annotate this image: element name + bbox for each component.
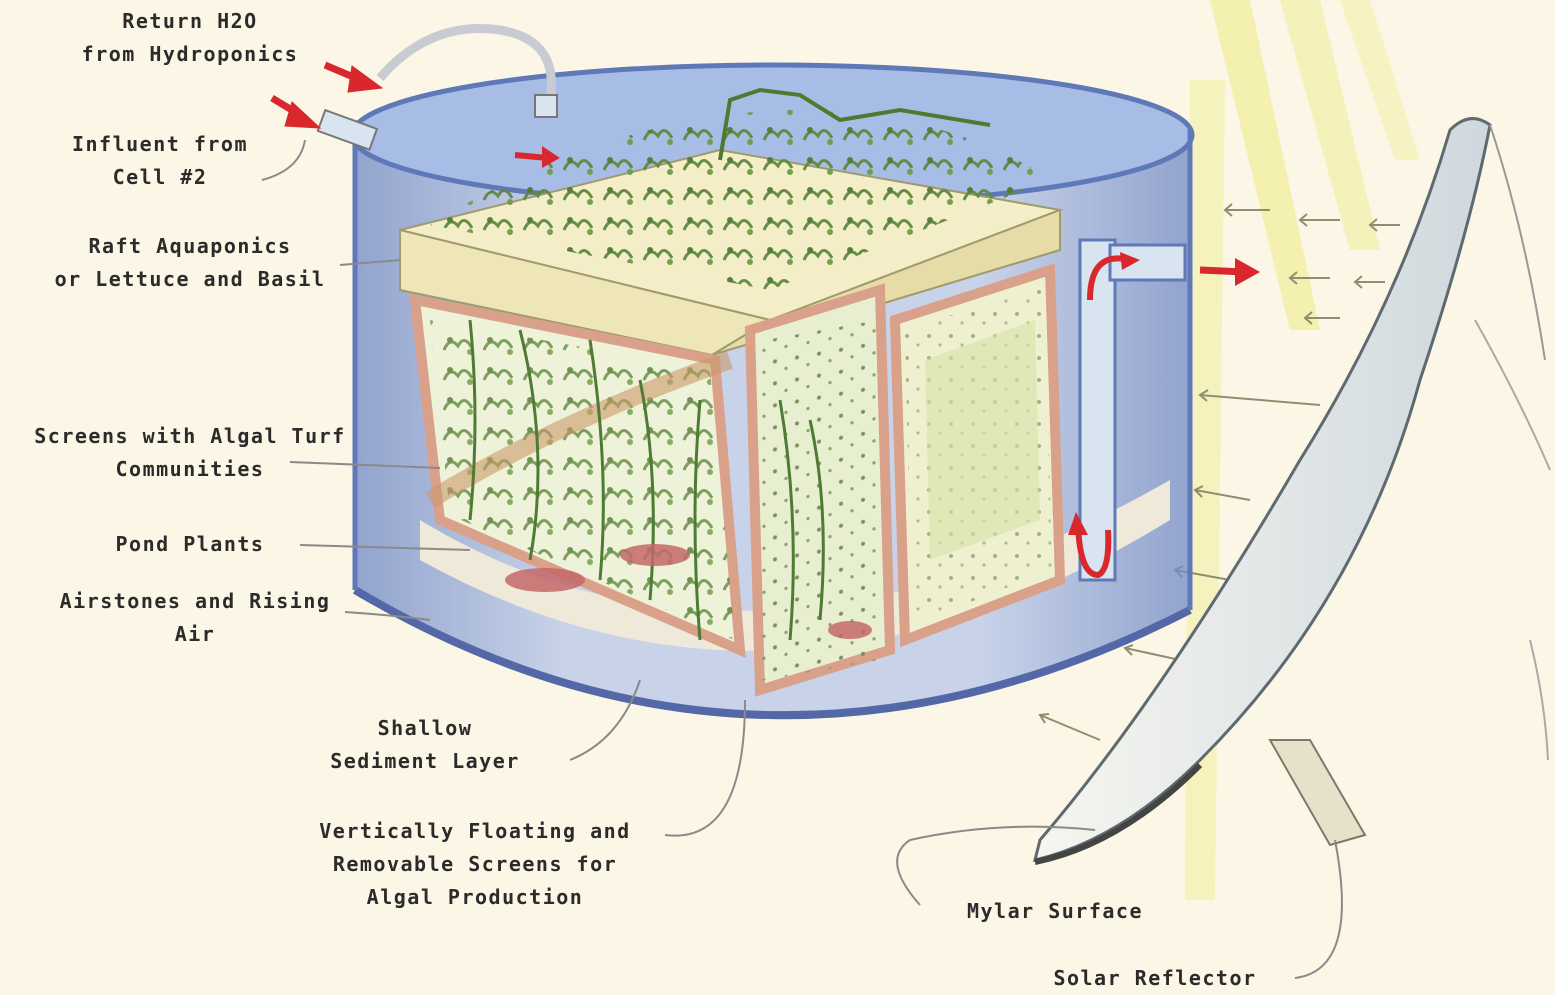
label-vertical-screens: Vertically Floating andRemovable Screens… bbox=[290, 815, 660, 914]
label-influent: Influent fromCell #2 bbox=[40, 128, 280, 194]
label-raft-aquaponics: Raft Aquaponicsor Lettuce and Basil bbox=[30, 230, 350, 296]
label-pond-plants: Pond Plants bbox=[80, 528, 300, 561]
label-algal-screens: Screens with Algal TurfCommunities bbox=[10, 420, 370, 486]
label-sediment: ShallowSediment Layer bbox=[300, 712, 550, 778]
label-solar-reflector: Solar Reflector bbox=[1030, 962, 1280, 995]
label-airstones: Airstones and RisingAir bbox=[30, 585, 360, 651]
label-mylar-surface: Mylar Surface bbox=[935, 895, 1175, 928]
label-return-h2o: Return H2Ofrom Hydroponics bbox=[50, 5, 330, 71]
